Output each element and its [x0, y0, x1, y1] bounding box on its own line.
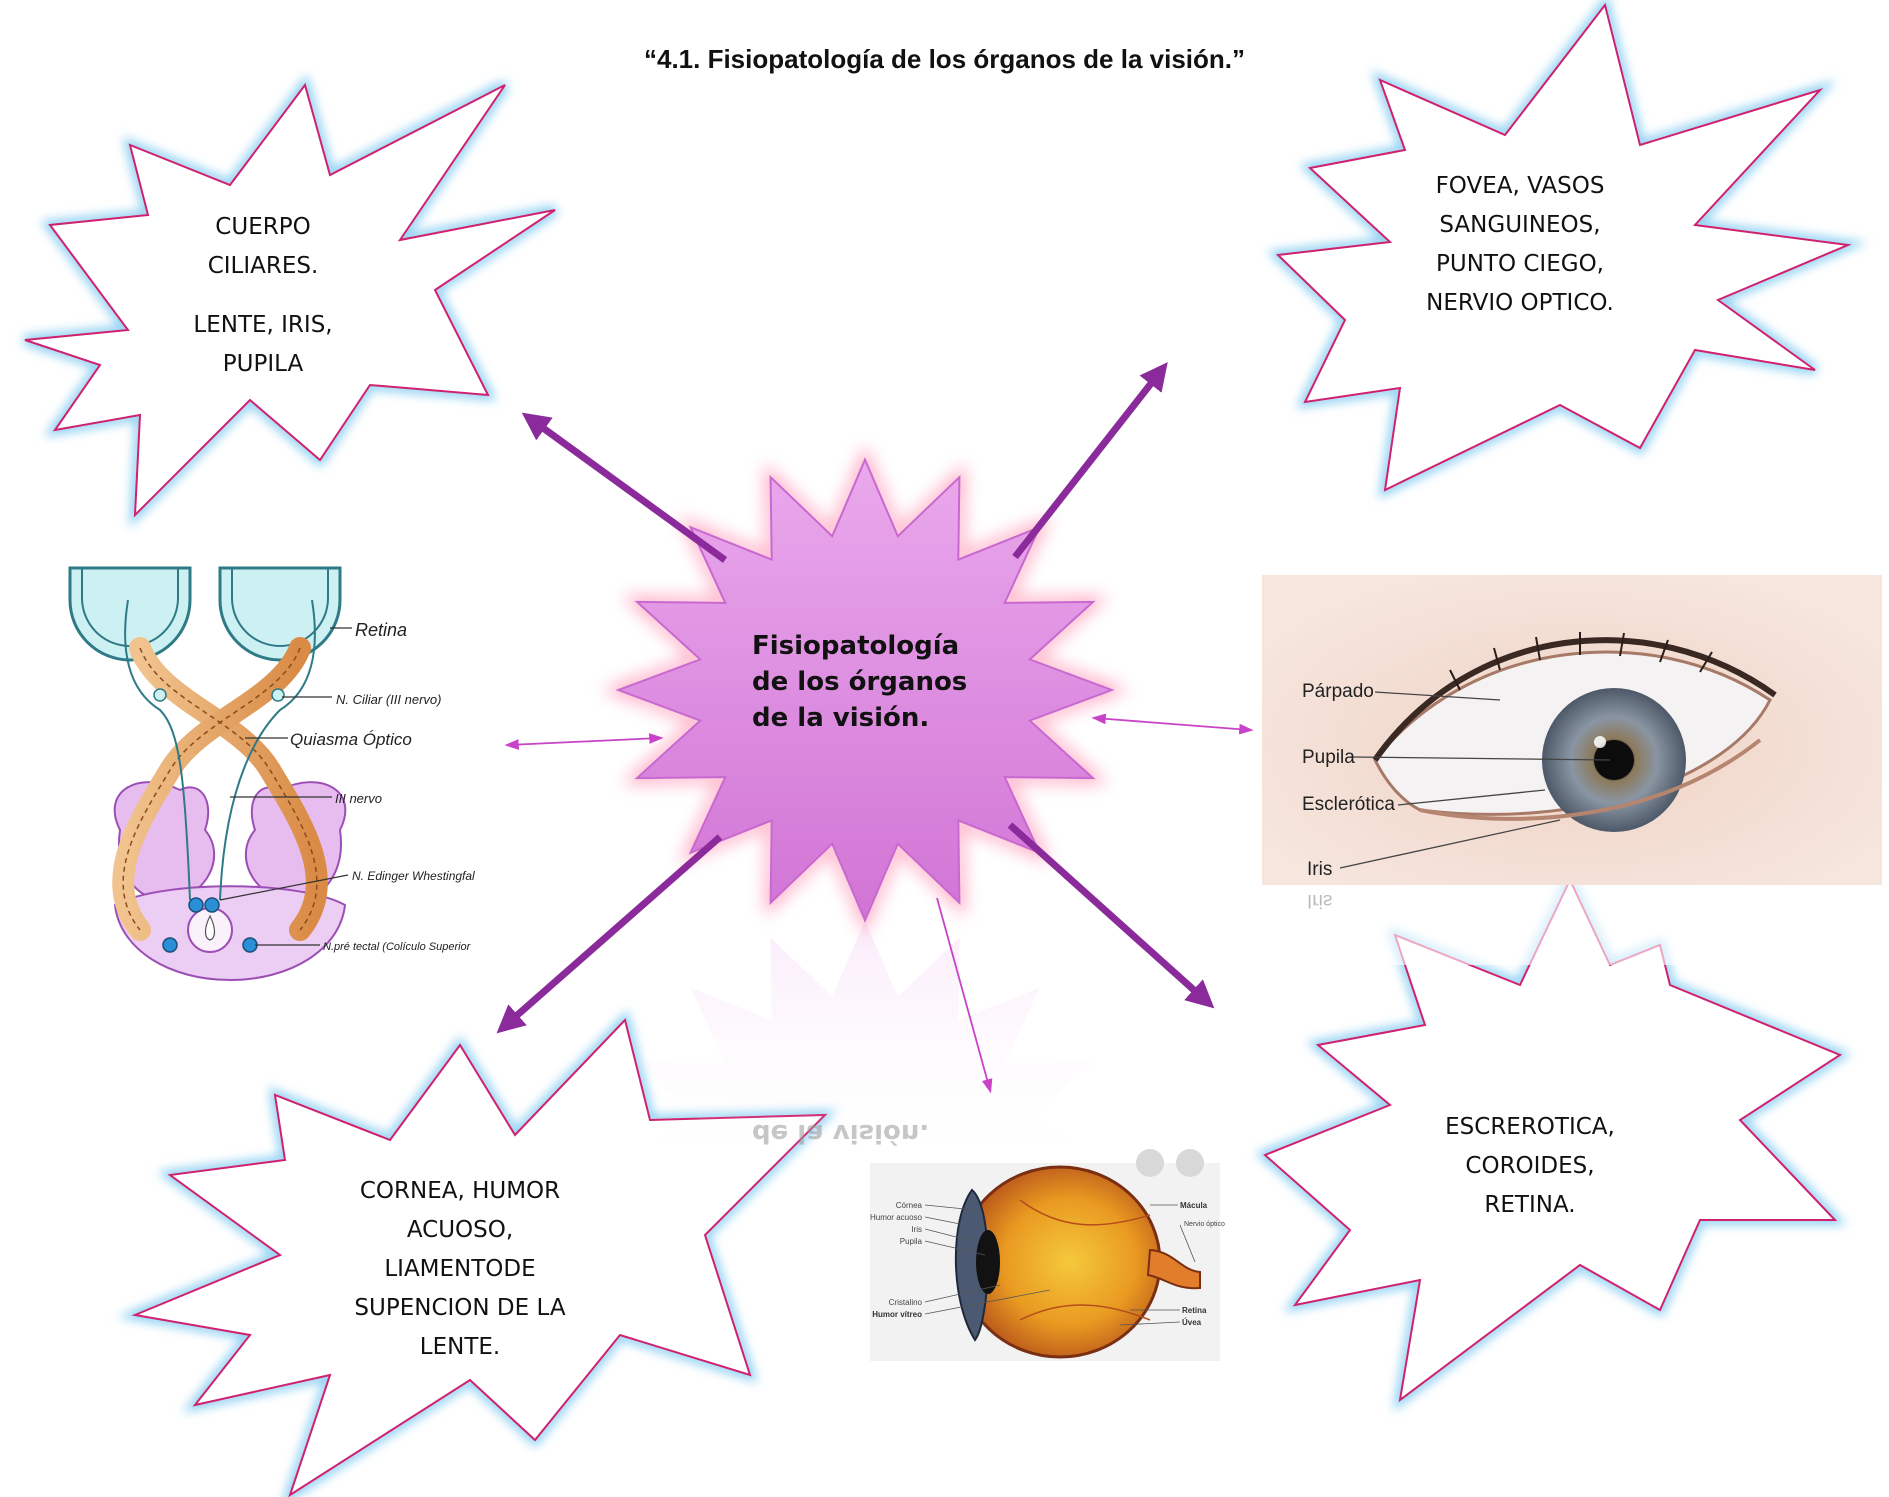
optic-pathway-diagram: Retina N. Ciliar (III nervo) Quiasma Ópt… — [40, 566, 475, 982]
label-retina-small: Retina — [1182, 1306, 1207, 1315]
arrow-left-image — [504, 733, 664, 750]
burst-bl-line-4: SUPENCION DE LA — [354, 1295, 566, 1321]
label-cristalino: Cristalino — [889, 1298, 923, 1307]
label-uvea: Úvea — [1182, 1318, 1202, 1327]
arrow-to-bottom-right — [1007, 822, 1215, 1009]
burst-tl-line-2: CILIARES. — [207, 253, 319, 279]
burst-br-line-1: ESCREROTICA, — [1445, 1114, 1615, 1140]
burst-br-line-3: RETINA. — [1484, 1192, 1576, 1218]
page-title: “4.1. Fisiopatología de los órganos de l… — [643, 44, 1245, 74]
center-line-1: Fisiopatología — [752, 631, 960, 661]
burst-tl-line-3: LENTE, IRIS, — [193, 312, 333, 338]
burst-br-line-2: COROIDES, — [1465, 1153, 1595, 1179]
label-iris-small: Iris — [911, 1225, 922, 1234]
burst-bottom-right-shape — [1263, 877, 1843, 1403]
connector-arrows — [496, 362, 1254, 1094]
burst-bottom-right-text: ESCREROTICA, COROIDES, RETINA. — [1410, 1108, 1650, 1225]
label-pupila-small: Pupila — [900, 1237, 923, 1246]
arrow-to-top-left — [521, 412, 728, 563]
external-eye-image: Párpado Pupila Esclerótica Iris Iris — [1262, 575, 1882, 965]
center-star-shape — [615, 457, 1115, 923]
label-humor-acuoso: Humor acuoso — [870, 1213, 923, 1222]
burst-tr-line-4: NERVIO OPTICO. — [1426, 290, 1614, 316]
label-macula: Mácula — [1180, 1201, 1208, 1210]
label-humor-vitreo: Humor vítreo — [872, 1310, 922, 1319]
burst-tr-line-3: PUNTO CIEGO, — [1436, 251, 1604, 277]
label-pupila: Pupila — [1302, 747, 1355, 768]
arrow-bottom-image — [936, 897, 993, 1094]
center-line-3: de la visión. — [752, 703, 930, 733]
burst-top-left-text: CUERPO CILIARES. LENTE, IRIS, PUPILA — [163, 208, 363, 384]
label-cornea: Córnea — [896, 1201, 923, 1210]
arrow-to-bottom-left — [496, 834, 723, 1034]
burst-tl-line-4: PUPILA — [222, 351, 304, 377]
label-parpado: Párpado — [1302, 681, 1374, 702]
burst-bl-line-5: LENTE. — [419, 1334, 501, 1360]
label-edinger: N. Edinger Whestingfal — [352, 869, 475, 883]
burst-bottom-left-text: CORNEA, HUMOR ACUOSO, LIAMENTODE SUPENCI… — [330, 1172, 590, 1367]
label-iris: Iris — [1307, 859, 1332, 880]
label-pre-tectal: N.pré tectal (Colículo Superior — [323, 941, 472, 953]
burst-top-right-text: FOVEA, VASOS SANGUINEOS, PUNTO CIEGO, NE… — [1390, 167, 1650, 323]
center-text-reflection: de la visión. — [752, 1118, 930, 1148]
center-star — [601, 444, 1129, 1171]
center-star-reflection — [618, 920, 1112, 1171]
burst-bl-line-1: CORNEA, HUMOR — [359, 1178, 561, 1204]
burst-tr-line-1: FOVEA, VASOS — [1435, 173, 1605, 199]
label-iii-nervo: III nervo — [335, 791, 382, 806]
label-iris-reflection: Iris — [1307, 890, 1332, 911]
burst-bl-line-2: ACUOSO, — [406, 1217, 514, 1243]
center-line-2: de los órganos — [752, 667, 968, 697]
label-n-ciliar: N. Ciliar (III nervo) — [336, 692, 441, 707]
arrow-to-top-right — [1012, 362, 1168, 560]
label-quiasma: Quiasma Óptico — [290, 730, 412, 749]
label-esclerotica: Esclerótica — [1302, 794, 1395, 815]
burst-tr-line-2: SANGUINEOS, — [1439, 212, 1601, 238]
center-star-text: Fisiopatología de los órganos de la visi… — [752, 628, 1012, 736]
burst-top-left-shape — [24, 82, 556, 518]
label-retina: Retina — [355, 620, 407, 640]
arrow-right-image — [1091, 713, 1254, 735]
eye-cross-section-image: Córnea Humor acuoso Iris Pupila Cristali… — [870, 1149, 1225, 1361]
burst-bl-line-3: LIAMENTODE — [384, 1256, 536, 1282]
label-nervio-optico: Nervio óptico — [1184, 1221, 1225, 1228]
burst-tl-line-1: CUERPO — [215, 214, 311, 240]
burst-top-right-shape — [1275, 2, 1852, 492]
